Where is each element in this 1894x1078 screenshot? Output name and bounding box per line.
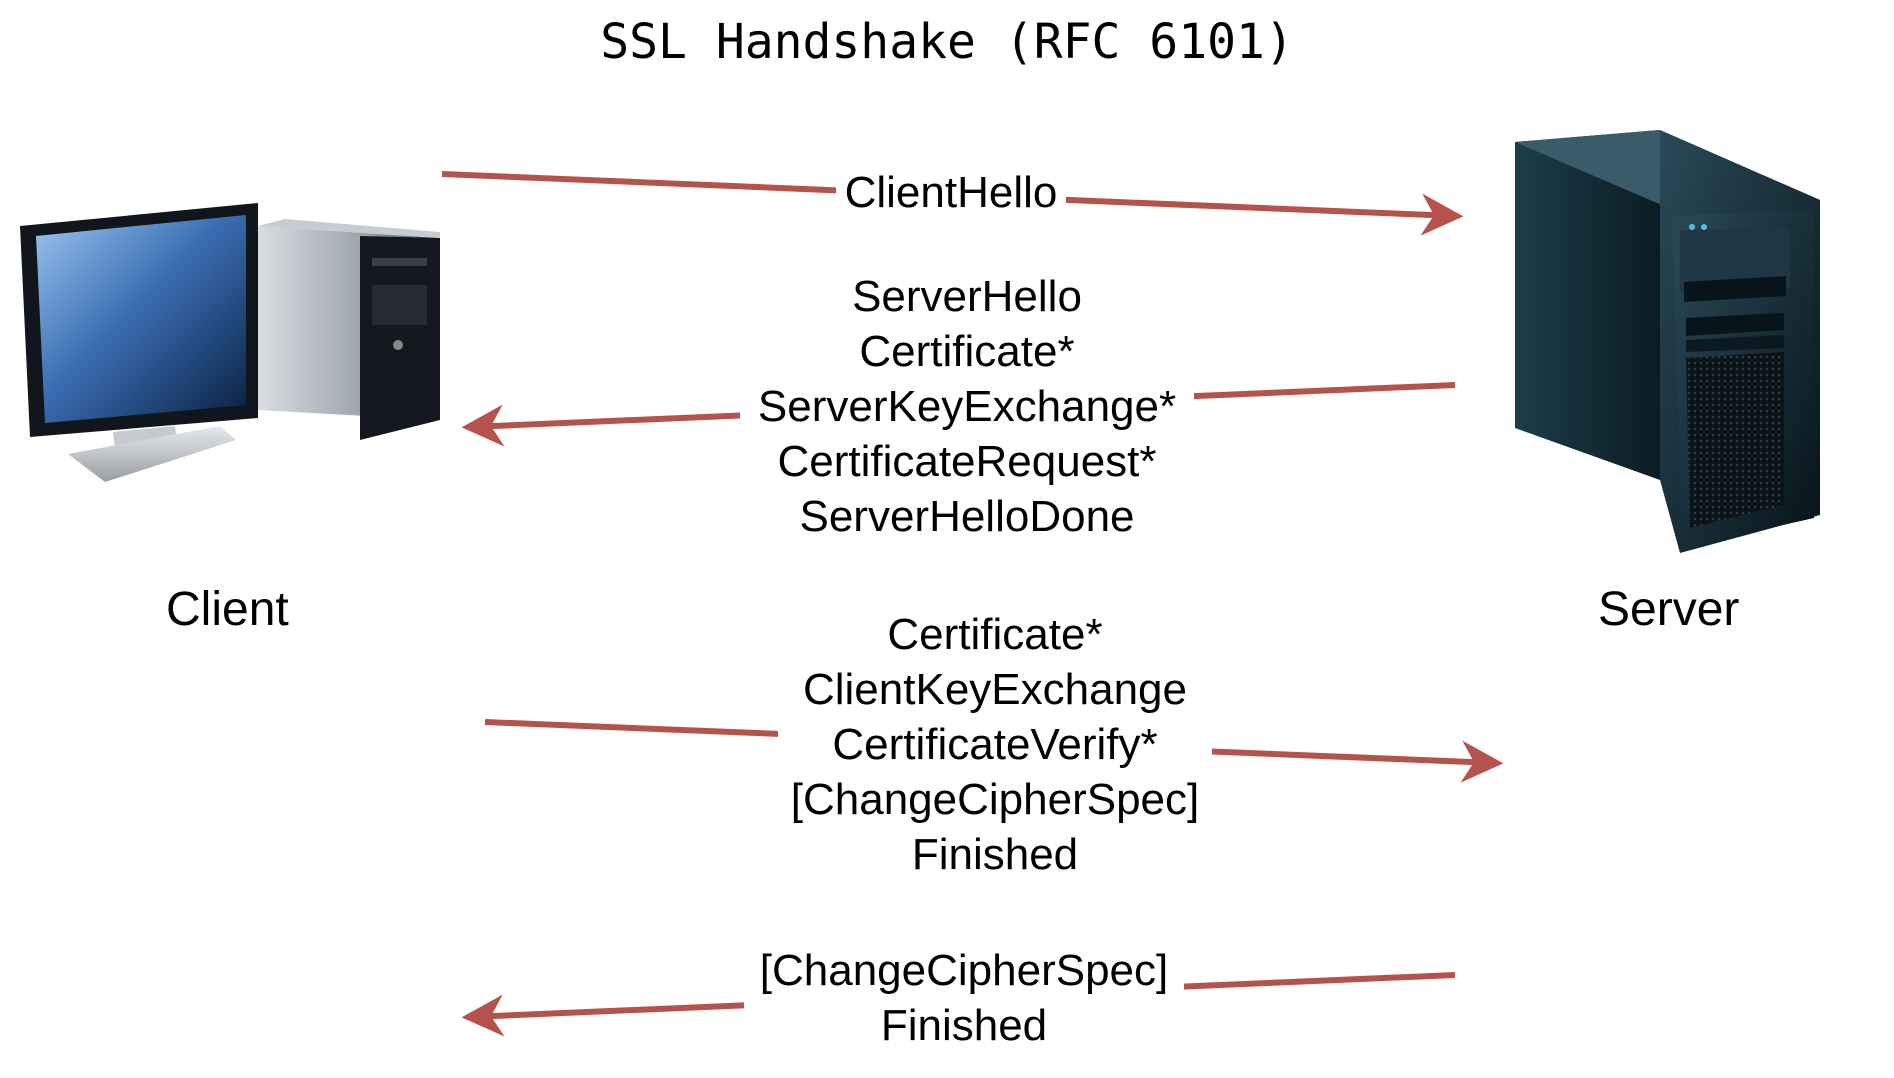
message-line: CertificateVerify* (832, 720, 1158, 769)
message-line: ClientKeyExchange (802, 665, 1187, 714)
message-server-finished: [ChangeCipherSpec] Finished (744, 943, 1184, 1053)
message-line: Finished (880, 1001, 1048, 1050)
message-client-hello: ClientHello (836, 165, 1066, 220)
message-line: ServerHello (852, 272, 1082, 321)
diagram-title: SSL Handshake (RFC 6101) (600, 14, 1294, 70)
client-label: Client (166, 583, 289, 636)
message-line: Certificate* (887, 610, 1103, 659)
server-label: Server (1598, 583, 1740, 636)
message-line: ServerHelloDone (799, 492, 1135, 541)
message-line: Finished (911, 830, 1079, 879)
message-client-key-exchange: Certificate* ClientKeyExchange Certifica… (778, 607, 1212, 882)
message-line: ServerKeyExchange* (757, 382, 1177, 431)
message-line: [ChangeCipherSpec] (790, 775, 1200, 824)
message-line: [ChangeCipherSpec] (759, 946, 1169, 995)
message-server-hello: ServerHello Certificate* ServerKeyExchan… (740, 269, 1194, 544)
message-line: CertificateRequest* (777, 437, 1157, 486)
message-line: ClientHello (844, 168, 1058, 217)
message-line: Certificate* (859, 327, 1075, 376)
